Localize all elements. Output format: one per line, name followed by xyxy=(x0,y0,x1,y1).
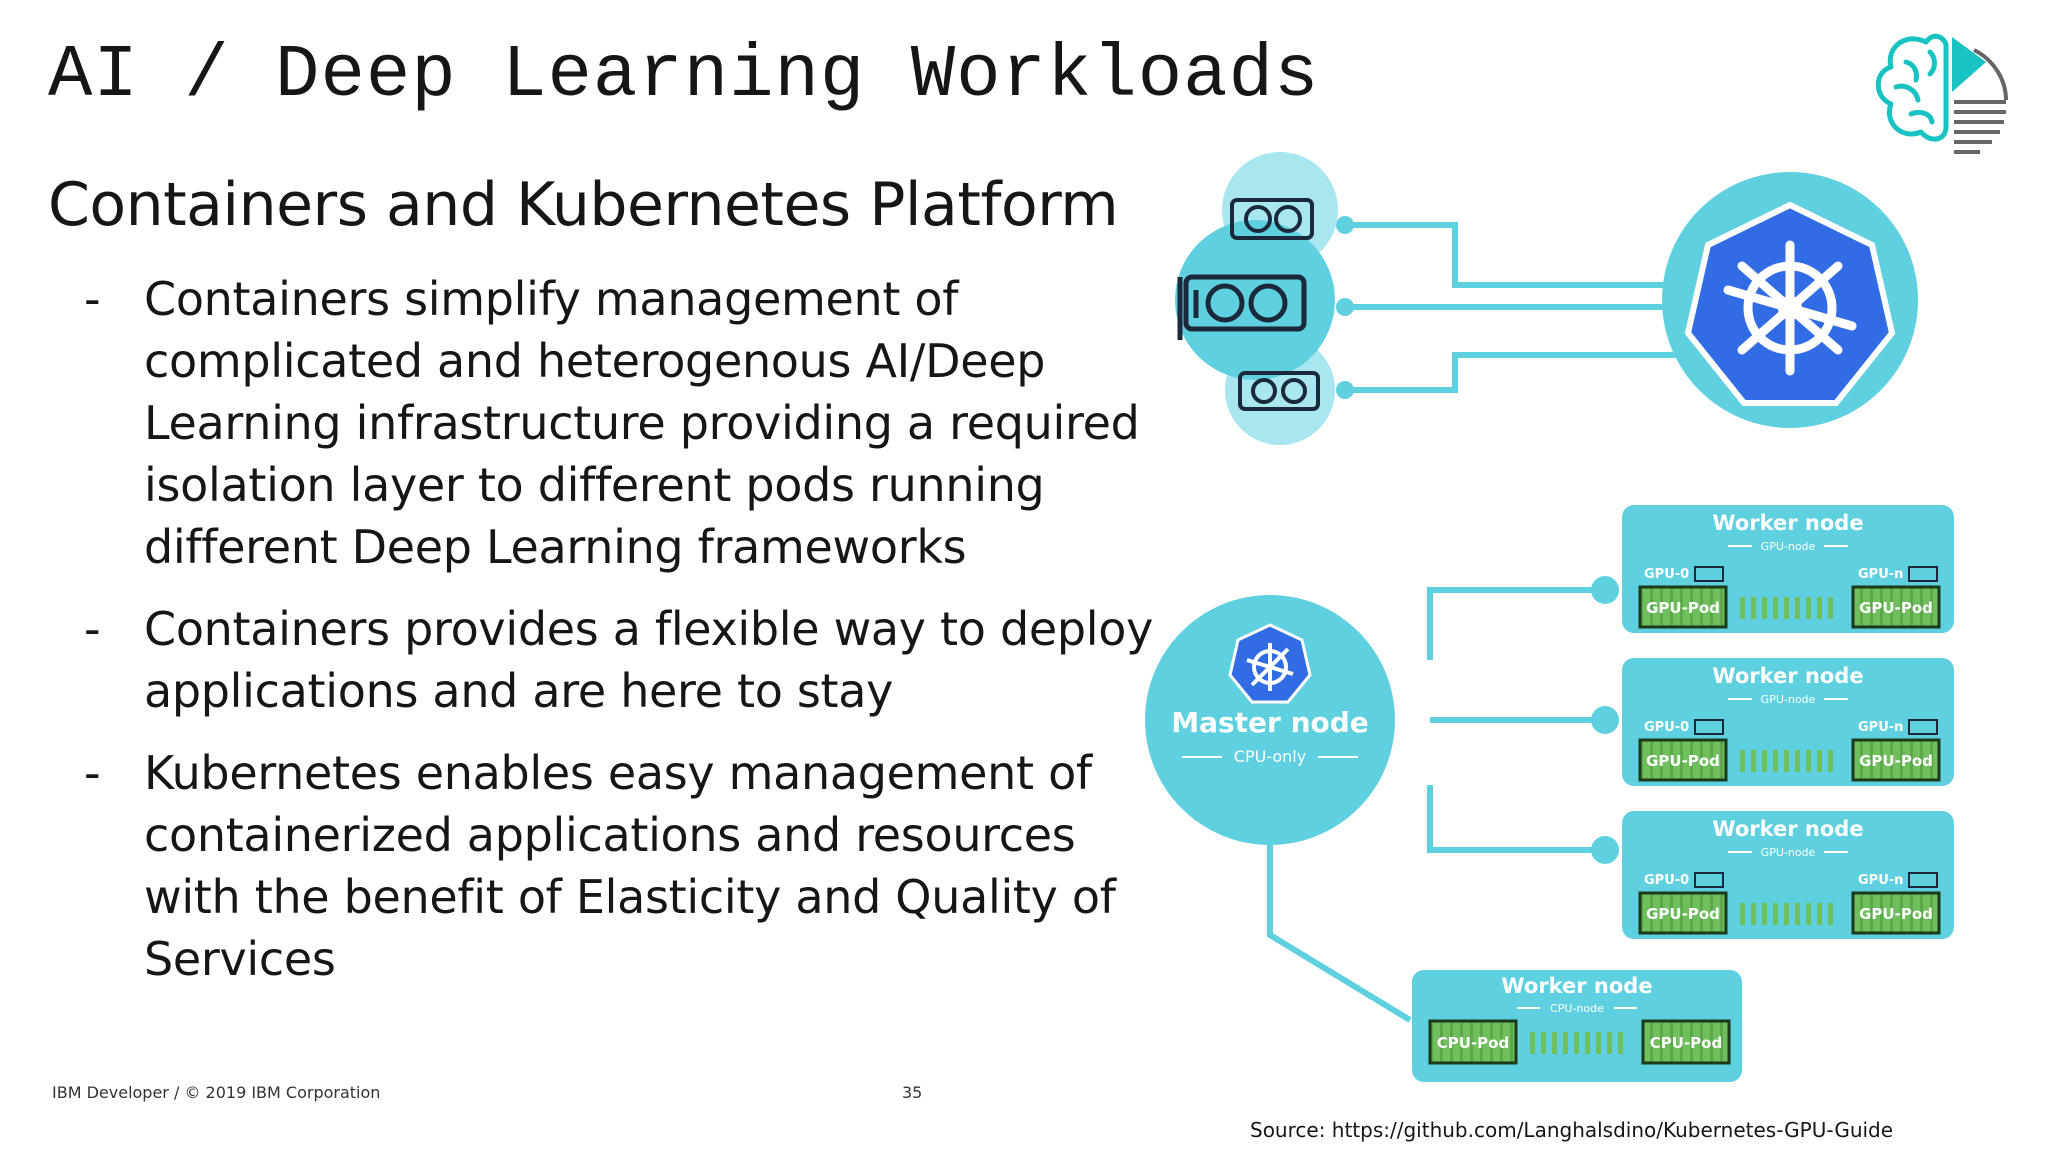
gpu-circle-middle xyxy=(1175,220,1335,380)
bullet-item: - Kubernetes enables easy management of … xyxy=(84,742,1174,990)
bullet-marker: - xyxy=(84,746,101,800)
pod-bars xyxy=(1740,750,1833,772)
cpu-worker-title: Worker node xyxy=(1501,974,1652,998)
cpu-pod-label: CPU-Pod xyxy=(1650,1034,1722,1052)
bullet-item: - Containers provides a flexible way to … xyxy=(84,598,1174,722)
gpu-worker-title: Worker node xyxy=(1712,817,1863,841)
brain-logo-icon xyxy=(1875,33,2008,154)
gpu-pod-label: GPU-Pod xyxy=(1859,599,1933,617)
cpu-pod-label: CPU-Pod xyxy=(1437,1034,1509,1052)
cluster-architecture-diagram: Master node CPU-only Worker nodeGPU-node… xyxy=(1145,505,1954,1082)
slide-title: AI / Deep Learning Workloads xyxy=(48,34,1320,118)
gpu-chip-icon xyxy=(1908,566,1938,582)
gpu-pod-label: GPU-Pod xyxy=(1646,905,1720,923)
pod-bars xyxy=(1740,903,1833,925)
cpu-worker-subtitle: CPU-node xyxy=(1550,1002,1604,1015)
source-citation: Source: https://github.com/Langhalsdino/… xyxy=(1250,1118,1894,1142)
footer-copyright: IBM Developer / © 2019 IBM Corporation xyxy=(52,1083,381,1102)
gpu-pod xyxy=(1851,891,1941,935)
gpu-label: GPU-n xyxy=(1858,720,1903,735)
gpu-card-icon xyxy=(1177,274,1307,340)
bullet-item: - Containers simplify management of comp… xyxy=(84,268,1174,578)
gpu-pod xyxy=(1638,891,1728,935)
gpu-card-icon xyxy=(1238,371,1320,411)
cpu-pod xyxy=(1641,1019,1731,1065)
gpu-worker-subtitle: GPU-node xyxy=(1761,846,1816,859)
gpu-worker-subtitle: GPU-node xyxy=(1761,540,1816,553)
gpu-chip-icon xyxy=(1908,872,1938,888)
pod-bars xyxy=(1740,597,1833,619)
bullet-text: Containers provides a flexible way to de… xyxy=(144,602,1153,718)
gpu-kubernetes-diagram xyxy=(1175,152,1918,445)
gpu-label: GPU-0 xyxy=(1644,720,1689,735)
gpu-pod-label: GPU-Pod xyxy=(1859,905,1933,923)
gpu-chip-icon xyxy=(1694,872,1724,888)
gpu-label: GPU-0 xyxy=(1644,567,1689,582)
gpu-pod xyxy=(1638,738,1728,782)
gpu-worker-title: Worker node xyxy=(1712,664,1863,688)
bullet-marker: - xyxy=(84,602,101,656)
slide-subtitle: Containers and Kubernetes Platform xyxy=(48,170,1119,240)
master-node-subtitle: CPU-only xyxy=(1234,747,1306,766)
page-number: 35 xyxy=(902,1083,923,1102)
gpu-worker-subtitle: GPU-node xyxy=(1761,693,1816,706)
bullet-list: - Containers simplify management of comp… xyxy=(84,268,1174,1010)
bullet-text: Kubernetes enables easy management of co… xyxy=(144,746,1116,986)
gpu-label: GPU-n xyxy=(1858,873,1903,888)
gpu-card-icon xyxy=(1230,198,1314,240)
gpu-label: GPU-n xyxy=(1858,567,1903,582)
gpu-chip-icon xyxy=(1908,719,1938,735)
gpu-worker-title: Worker node xyxy=(1712,511,1863,535)
master-node-title: Master node xyxy=(1171,706,1369,739)
gpu-chip-icon xyxy=(1694,719,1724,735)
gpu-pod-label: GPU-Pod xyxy=(1646,752,1720,770)
kubernetes-logo-icon xyxy=(1684,201,1896,406)
gpu-chip-icon xyxy=(1694,566,1724,582)
gpu-label: GPU-0 xyxy=(1644,873,1689,888)
gpu-pod xyxy=(1851,585,1941,629)
cpu-pod xyxy=(1428,1019,1518,1065)
master-node xyxy=(1145,595,1395,845)
gpu-pod xyxy=(1851,738,1941,782)
gpu-pod-label: GPU-Pod xyxy=(1859,752,1933,770)
gpu-pod-label: GPU-Pod xyxy=(1646,599,1720,617)
pod-bars xyxy=(1530,1032,1623,1054)
bullet-marker: - xyxy=(84,272,101,326)
bullet-text: Containers simplify management of compli… xyxy=(144,272,1140,574)
gpu-pod xyxy=(1638,585,1728,629)
